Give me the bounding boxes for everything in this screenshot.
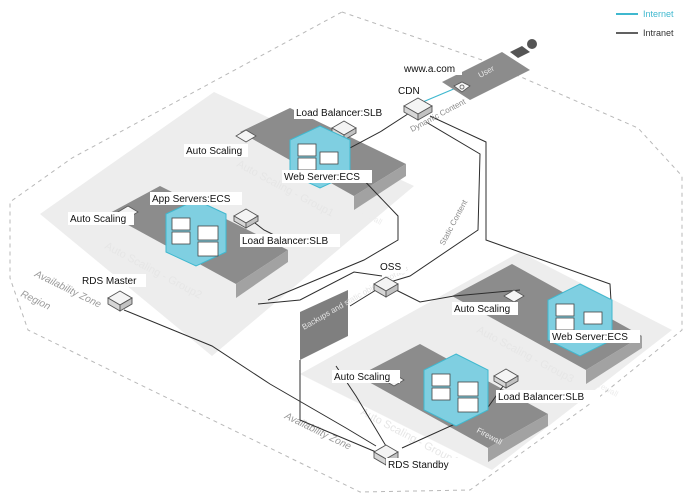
auto-scaling-4-label: Auto Scaling	[334, 372, 390, 383]
legend: Internet Intranet	[616, 9, 674, 38]
server-icon	[555, 303, 603, 331]
scaling-group-3-wall	[586, 336, 642, 384]
rds-standby-label-bg	[386, 458, 464, 471]
web-server-1-label: Web Server:ECS	[284, 172, 360, 183]
web-server-3-label-bg	[550, 330, 640, 343]
server-icon	[431, 373, 479, 413]
app-servers-label: App Servers:ECS	[152, 194, 231, 205]
auto-scaling-1-icon	[235, 129, 257, 143]
cdn-label-bg	[396, 84, 424, 97]
web-server-1-label-bg	[282, 170, 372, 183]
availability-zone-bottom-label: Availability Zone	[282, 410, 353, 452]
load-balancer-slb-4-node[interactable]	[493, 368, 519, 389]
rds-standby-label: RDS Standby	[388, 460, 449, 471]
cdn-node[interactable]	[403, 97, 433, 121]
user-icon	[510, 39, 537, 58]
oss-label: OSS	[380, 262, 401, 273]
auto-scaling-3-icon	[503, 289, 525, 303]
web-server-3-label: Web Server:ECS	[552, 332, 628, 343]
cdn-label: CDN	[398, 86, 420, 97]
rds-master-node[interactable]	[107, 290, 133, 312]
auto-scaling-1-label-bg	[184, 144, 248, 157]
backup-storage-label: Backups and static object Storage	[301, 263, 411, 332]
slb-1-label-bg	[294, 106, 396, 119]
scaling-group-1-wall	[354, 164, 406, 210]
slb-4-label-bg	[496, 390, 600, 403]
browser-icon	[453, 81, 471, 93]
auto-scaling-1-label: Auto Scaling	[186, 146, 242, 157]
static-content-label: Static Content	[438, 198, 470, 247]
slb-2-label-bg	[240, 234, 340, 247]
server-icon	[171, 217, 219, 257]
load-balancer-slb-2-node[interactable]	[233, 208, 259, 229]
slb-1-label: Load Balancer:SLB	[296, 108, 383, 119]
slb-2-label: Load Balancer:SLB	[242, 236, 329, 247]
internet-legend-label: Internet	[643, 9, 674, 19]
auto-scaling-2-label-bg	[68, 212, 134, 225]
domain-label-bg	[402, 62, 462, 75]
auto-scaling-3-label-bg	[452, 302, 518, 315]
domain-label: www.a.com	[403, 64, 455, 75]
region-label: Region	[19, 289, 53, 313]
oss-node[interactable]	[373, 276, 399, 298]
scaling-group-4-wall	[488, 414, 548, 462]
backup-storage-block	[300, 290, 348, 360]
rds-master-label: RDS Master	[82, 276, 137, 287]
intranet-legend-label: Intranet	[643, 28, 674, 38]
rds-master-label-bg	[80, 274, 146, 287]
scaling-group-2-wall	[236, 250, 288, 298]
auto-scaling-2-label: Auto Scaling	[70, 214, 126, 225]
region-boundary	[9, 11, 683, 493]
oss-label-bg	[378, 260, 406, 273]
slb-4-label: Load Balancer:SLB	[498, 392, 585, 403]
auto-scaling-3-label: Auto Scaling	[454, 304, 510, 315]
auto-scaling-4-label-bg	[332, 370, 400, 383]
app-servers-label-bg	[150, 192, 242, 205]
